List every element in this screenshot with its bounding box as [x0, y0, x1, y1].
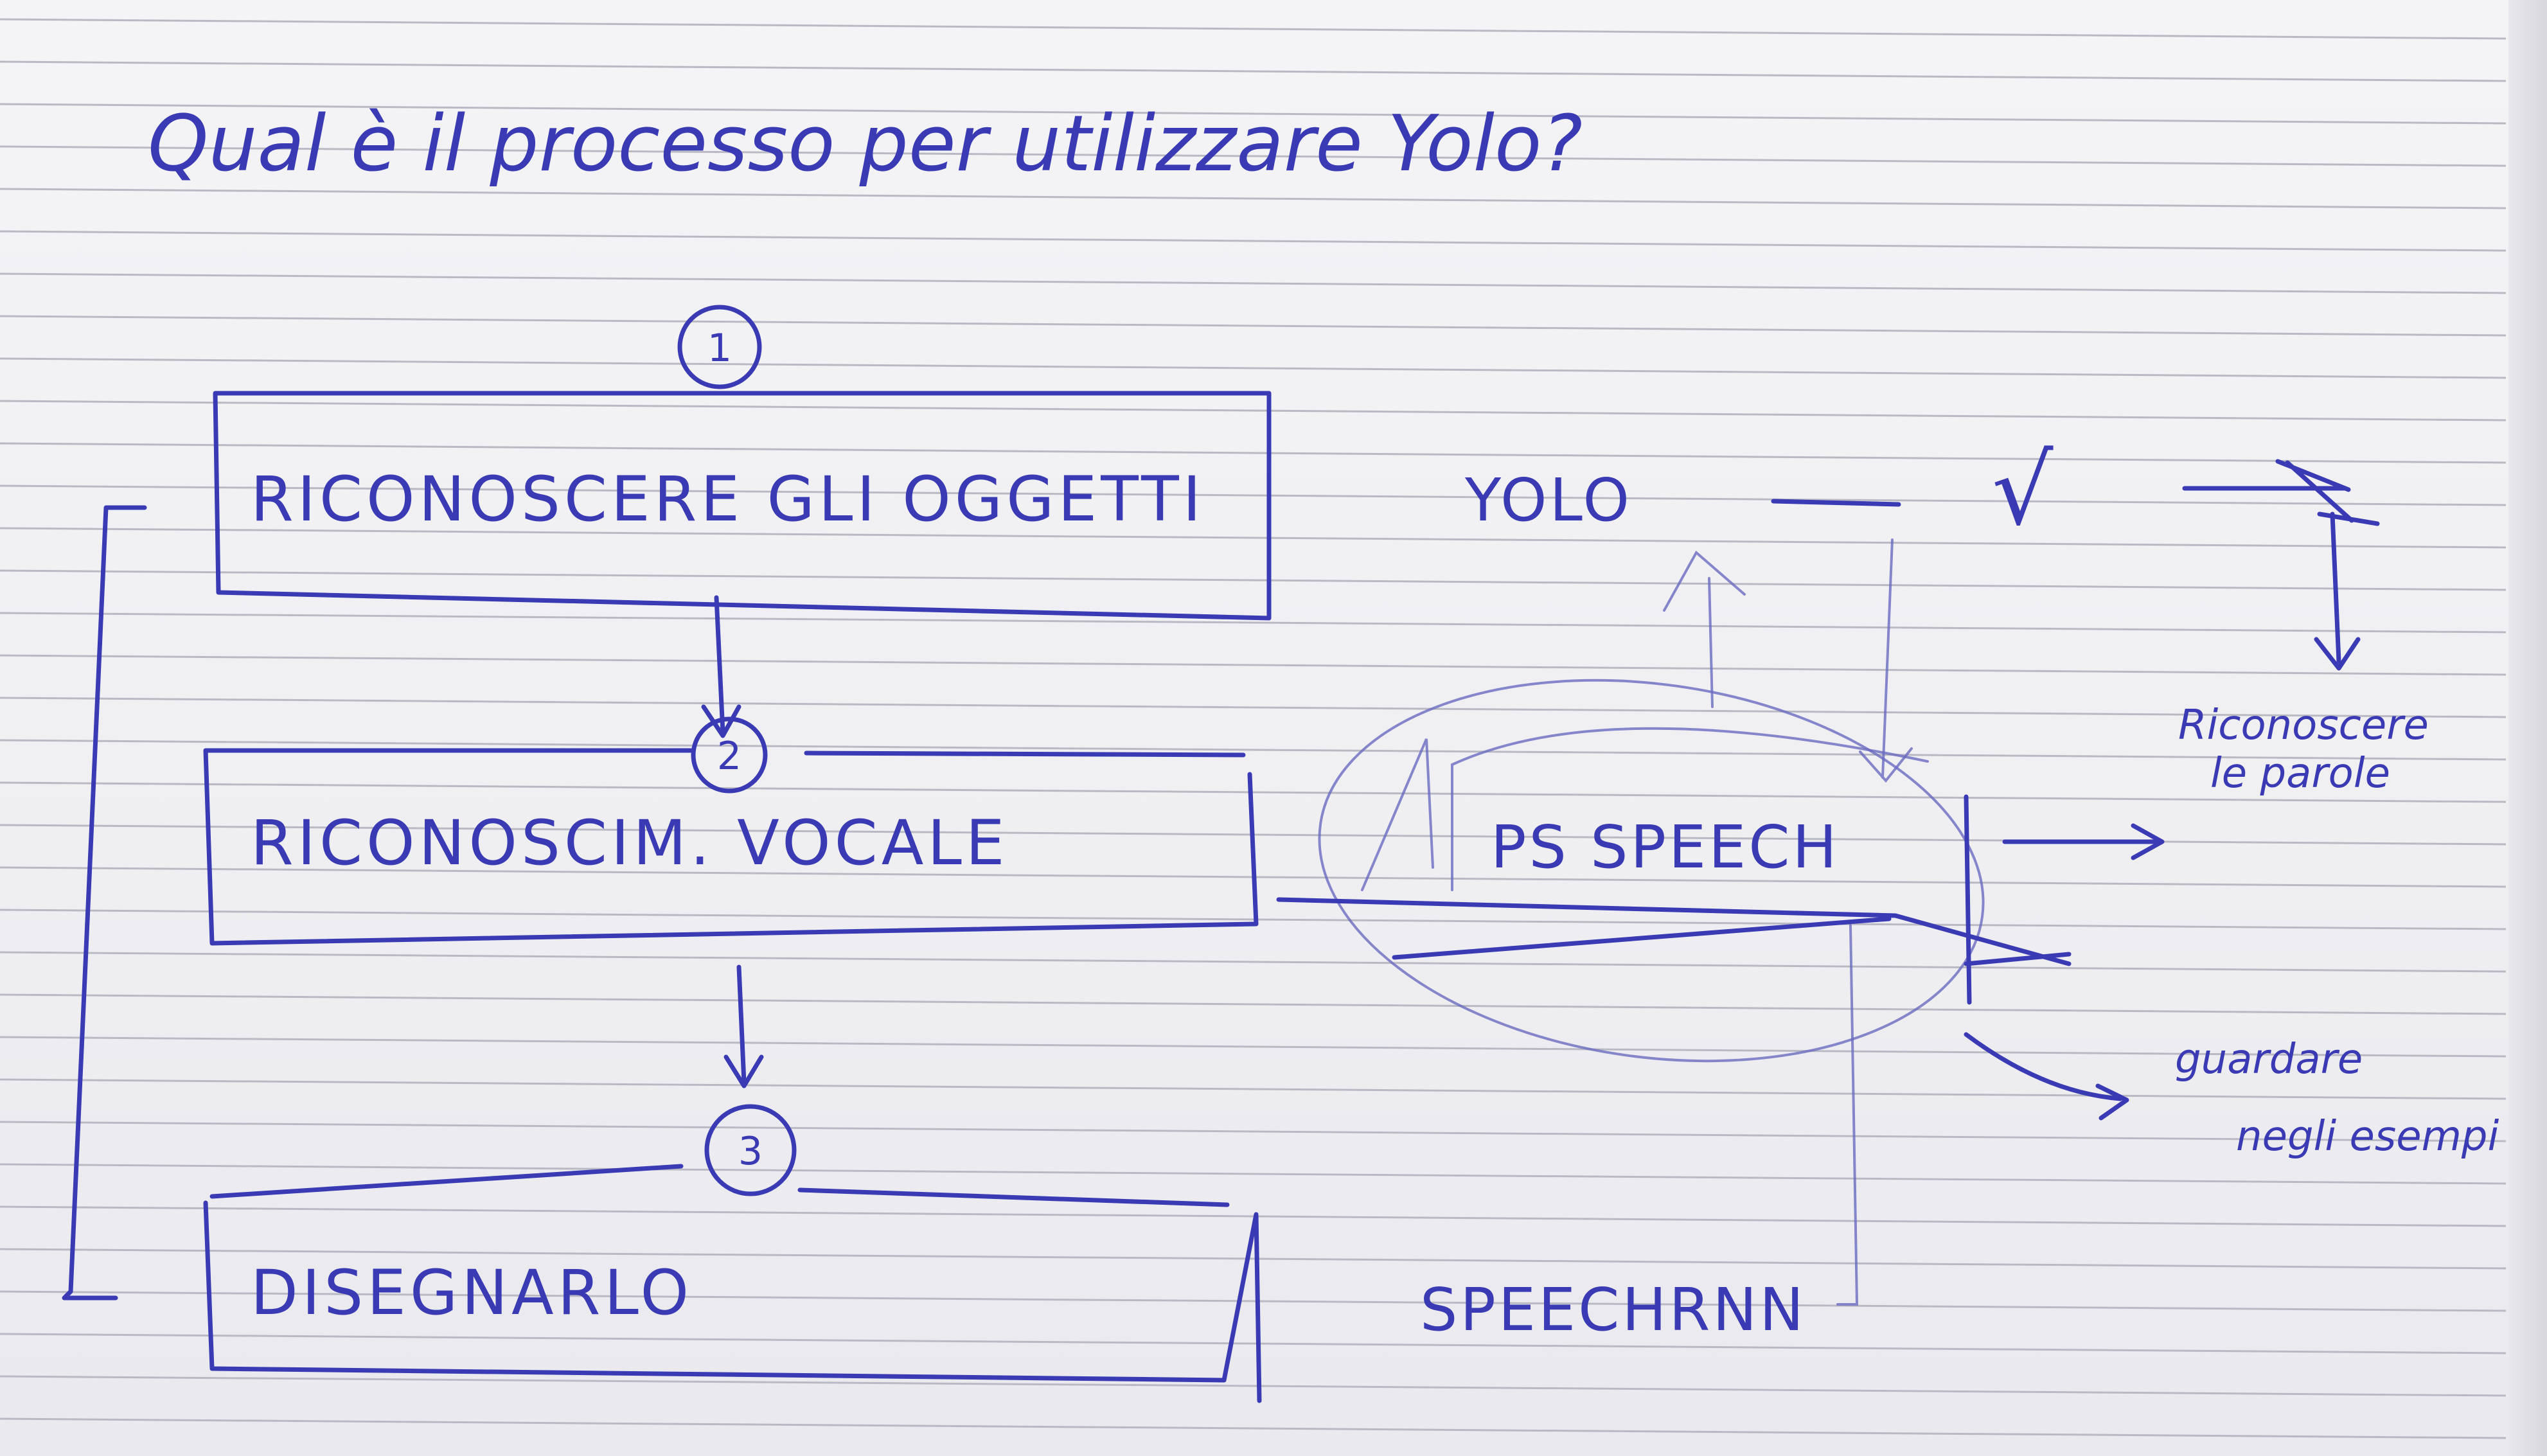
step-2-number: 2: [717, 734, 741, 779]
ruled-line: [0, 1163, 2507, 1185]
line-to-speechrnn: [1836, 924, 1859, 1306]
ruled-line: [0, 1375, 2507, 1397]
arrow-to-cross: [2182, 459, 2380, 526]
ruled-line: [0, 357, 2507, 379]
step-3-number: 3: [738, 1129, 763, 1174]
loop-back-bracket: [62, 505, 147, 1301]
ruled-line: [0, 1248, 2507, 1270]
ruled-line: [0, 697, 2507, 718]
arrow-down-from-dash: [1859, 538, 1913, 783]
step-3-box: [203, 1164, 1262, 1403]
ruled-line: [0, 400, 2507, 422]
arrow-to-guardare: [1964, 794, 2129, 1121]
note-guardare-line1: guardare: [2175, 1036, 2363, 1083]
arrow-up-to-yolo: [1663, 550, 1746, 708]
step-3: 3 DISEGNARLO: [203, 1104, 1262, 1403]
ruled-line: [0, 654, 2507, 676]
ruled-line: [0, 230, 2507, 252]
arrow-down-to-note: [2314, 511, 2361, 671]
ruled-line: [0, 1036, 2507, 1058]
ruled-line: [0, 909, 2507, 930]
ruled-line: [0, 1121, 2507, 1142]
ruled-line: [0, 612, 2507, 634]
note-riconoscere-line1: Riconoscere: [2178, 702, 2429, 749]
step-1-number: 1: [707, 326, 732, 371]
step-2-box: [203, 748, 1259, 946]
note-riconoscere-line2: le parole: [2210, 750, 2390, 797]
step-1-box: [213, 391, 1272, 621]
ruled-line: [0, 484, 2507, 506]
ruled-line: [0, 18, 2507, 40]
ruled-line: [0, 60, 2507, 82]
note-guardare-line2: negli esempi: [2236, 1113, 2499, 1160]
step-2-label: RICONOSCIM. VOCALE: [251, 807, 1009, 879]
ps-speech-circle: [1318, 679, 1985, 1063]
ruled-line: [0, 739, 2507, 761]
ruled-line: [0, 1290, 2507, 1312]
arrow-2-to-3: [723, 964, 764, 1088]
ruled-line: [0, 188, 2507, 209]
ruled-line: [0, 1333, 2507, 1354]
ruled-line: [0, 315, 2507, 337]
check-mark-icon: √: [1992, 435, 2054, 547]
step-2-circle: [691, 716, 768, 794]
ruled-line: [0, 569, 2507, 591]
ruled-line: [0, 145, 2507, 167]
speechrnn-label: SPEECHRNN: [1420, 1275, 1806, 1344]
yolo-label: YOLO: [1464, 466, 1632, 535]
step-1: 1 RICONOSCERE GLI OGGETTI: [213, 305, 1272, 621]
step-3-label: DISEGNARLO: [251, 1257, 693, 1329]
step-1-circle: [677, 305, 762, 389]
arrow-to-riconoscere: [2002, 823, 2165, 860]
ruled-line: [0, 442, 2507, 464]
ruled-line: [0, 527, 2507, 549]
ps-speech-scribble: [1361, 727, 1929, 891]
step-1-label: RICONOSCERE GLI OGGETTI: [251, 463, 1205, 535]
yolo-dash: [1771, 499, 1901, 507]
page-title: Qual è il processo per utilizzare Yolo?: [148, 100, 1583, 189]
ruled-line: [0, 781, 2507, 803]
step-2: 2 RICONOSCIM. VOCALE: [203, 716, 1259, 946]
ruled-line: [0, 993, 2507, 1015]
arrow-1-to-2: [701, 595, 741, 738]
ruled-line: [0, 1205, 2507, 1227]
line-step2-to-speech: [1276, 897, 2072, 966]
ruled-line: [0, 1417, 2507, 1439]
step-3-circle: [704, 1104, 797, 1196]
ruled-line: [0, 103, 2507, 125]
ruled-line: [0, 272, 2507, 294]
ps-speech-label: PS SPEECH: [1491, 813, 1840, 882]
page-edge: [2508, 0, 2547, 1456]
ruled-line: [0, 951, 2507, 973]
